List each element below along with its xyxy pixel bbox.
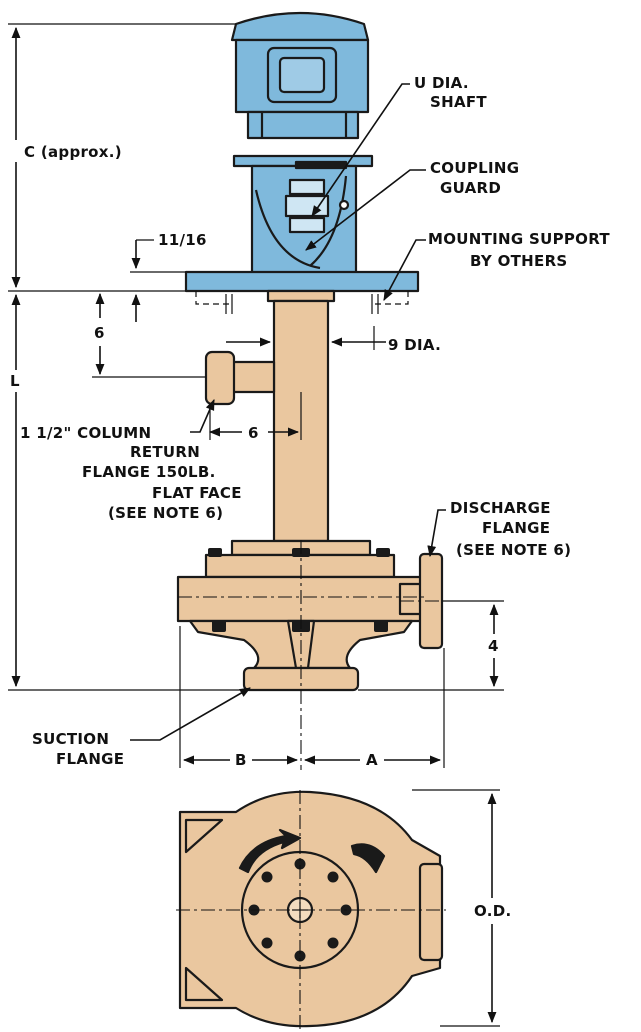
label-4: 4 [488, 637, 499, 655]
coupling-upper [288, 178, 326, 196]
label-shaft-dia: U DIA. [414, 74, 469, 92]
label-column: 1 1/2" COLUMN [20, 424, 151, 442]
label-coupling: COUPLING [430, 159, 519, 177]
label-6-horizontal: 6 [248, 424, 259, 442]
label-od: O.D. [474, 902, 511, 920]
label-discharge: DISCHARGE [450, 499, 551, 517]
label-flat-face: FLAT FACE [152, 484, 242, 502]
mounting-supports [195, 291, 409, 314]
return-pipe [228, 360, 276, 394]
label-l: L [10, 372, 20, 390]
leader-lines [130, 83, 446, 741]
label-9-dia: 9 DIA. [388, 336, 441, 354]
label-11-16: 11/16 [158, 231, 207, 249]
center-lines [178, 540, 450, 770]
label-discharge-flange: FLANGE [482, 519, 550, 537]
label-return: RETURN [130, 443, 200, 461]
terminal-box-cover [278, 56, 326, 94]
bearing-housing [204, 553, 396, 579]
label-see-note-6-right: (SEE NOTE 6) [456, 541, 571, 559]
coupling-lower [288, 216, 326, 234]
corner-ear-top [184, 818, 224, 854]
return-flange [204, 350, 236, 406]
label-flange-150lb: FLANGE 150LB. [82, 463, 216, 481]
motor [184, 11, 420, 293]
guard-screw [338, 199, 350, 211]
label-shaft: SHAFT [430, 93, 487, 111]
label-see-note-6-left: (SEE NOTE 6) [108, 504, 223, 522]
shaft-key [294, 160, 348, 170]
mounting-plate [184, 270, 420, 293]
label-c-approx: C (approx.) [24, 143, 122, 161]
label-suction: SUCTION [32, 730, 109, 748]
motor-flange [246, 110, 360, 140]
rotation-arrow-icon [238, 828, 302, 874]
motor-fan-cover [230, 11, 370, 42]
discharge-flange-plan [418, 862, 444, 962]
label-suction-flange: FLANGE [56, 750, 124, 768]
label-mounting-support: MOUNTING SUPPORT [428, 230, 610, 248]
pump-plan-view [176, 790, 446, 1030]
label-b: B [235, 751, 247, 769]
labels: U DIA. SHAFT COUPLING GUARD MOUNTING SUP… [10, 74, 610, 920]
label-6-vertical: 6 [94, 324, 105, 342]
label-by-others: BY OTHERS [470, 252, 568, 270]
corner-ear-bottom [184, 966, 224, 1002]
dimensions [8, 23, 504, 1027]
label-a: A [366, 751, 378, 769]
volute-cutwater-icon [350, 843, 386, 874]
column-top-flange [266, 289, 336, 303]
label-guard: GUARD [440, 179, 501, 197]
coupling-hub [284, 194, 330, 218]
